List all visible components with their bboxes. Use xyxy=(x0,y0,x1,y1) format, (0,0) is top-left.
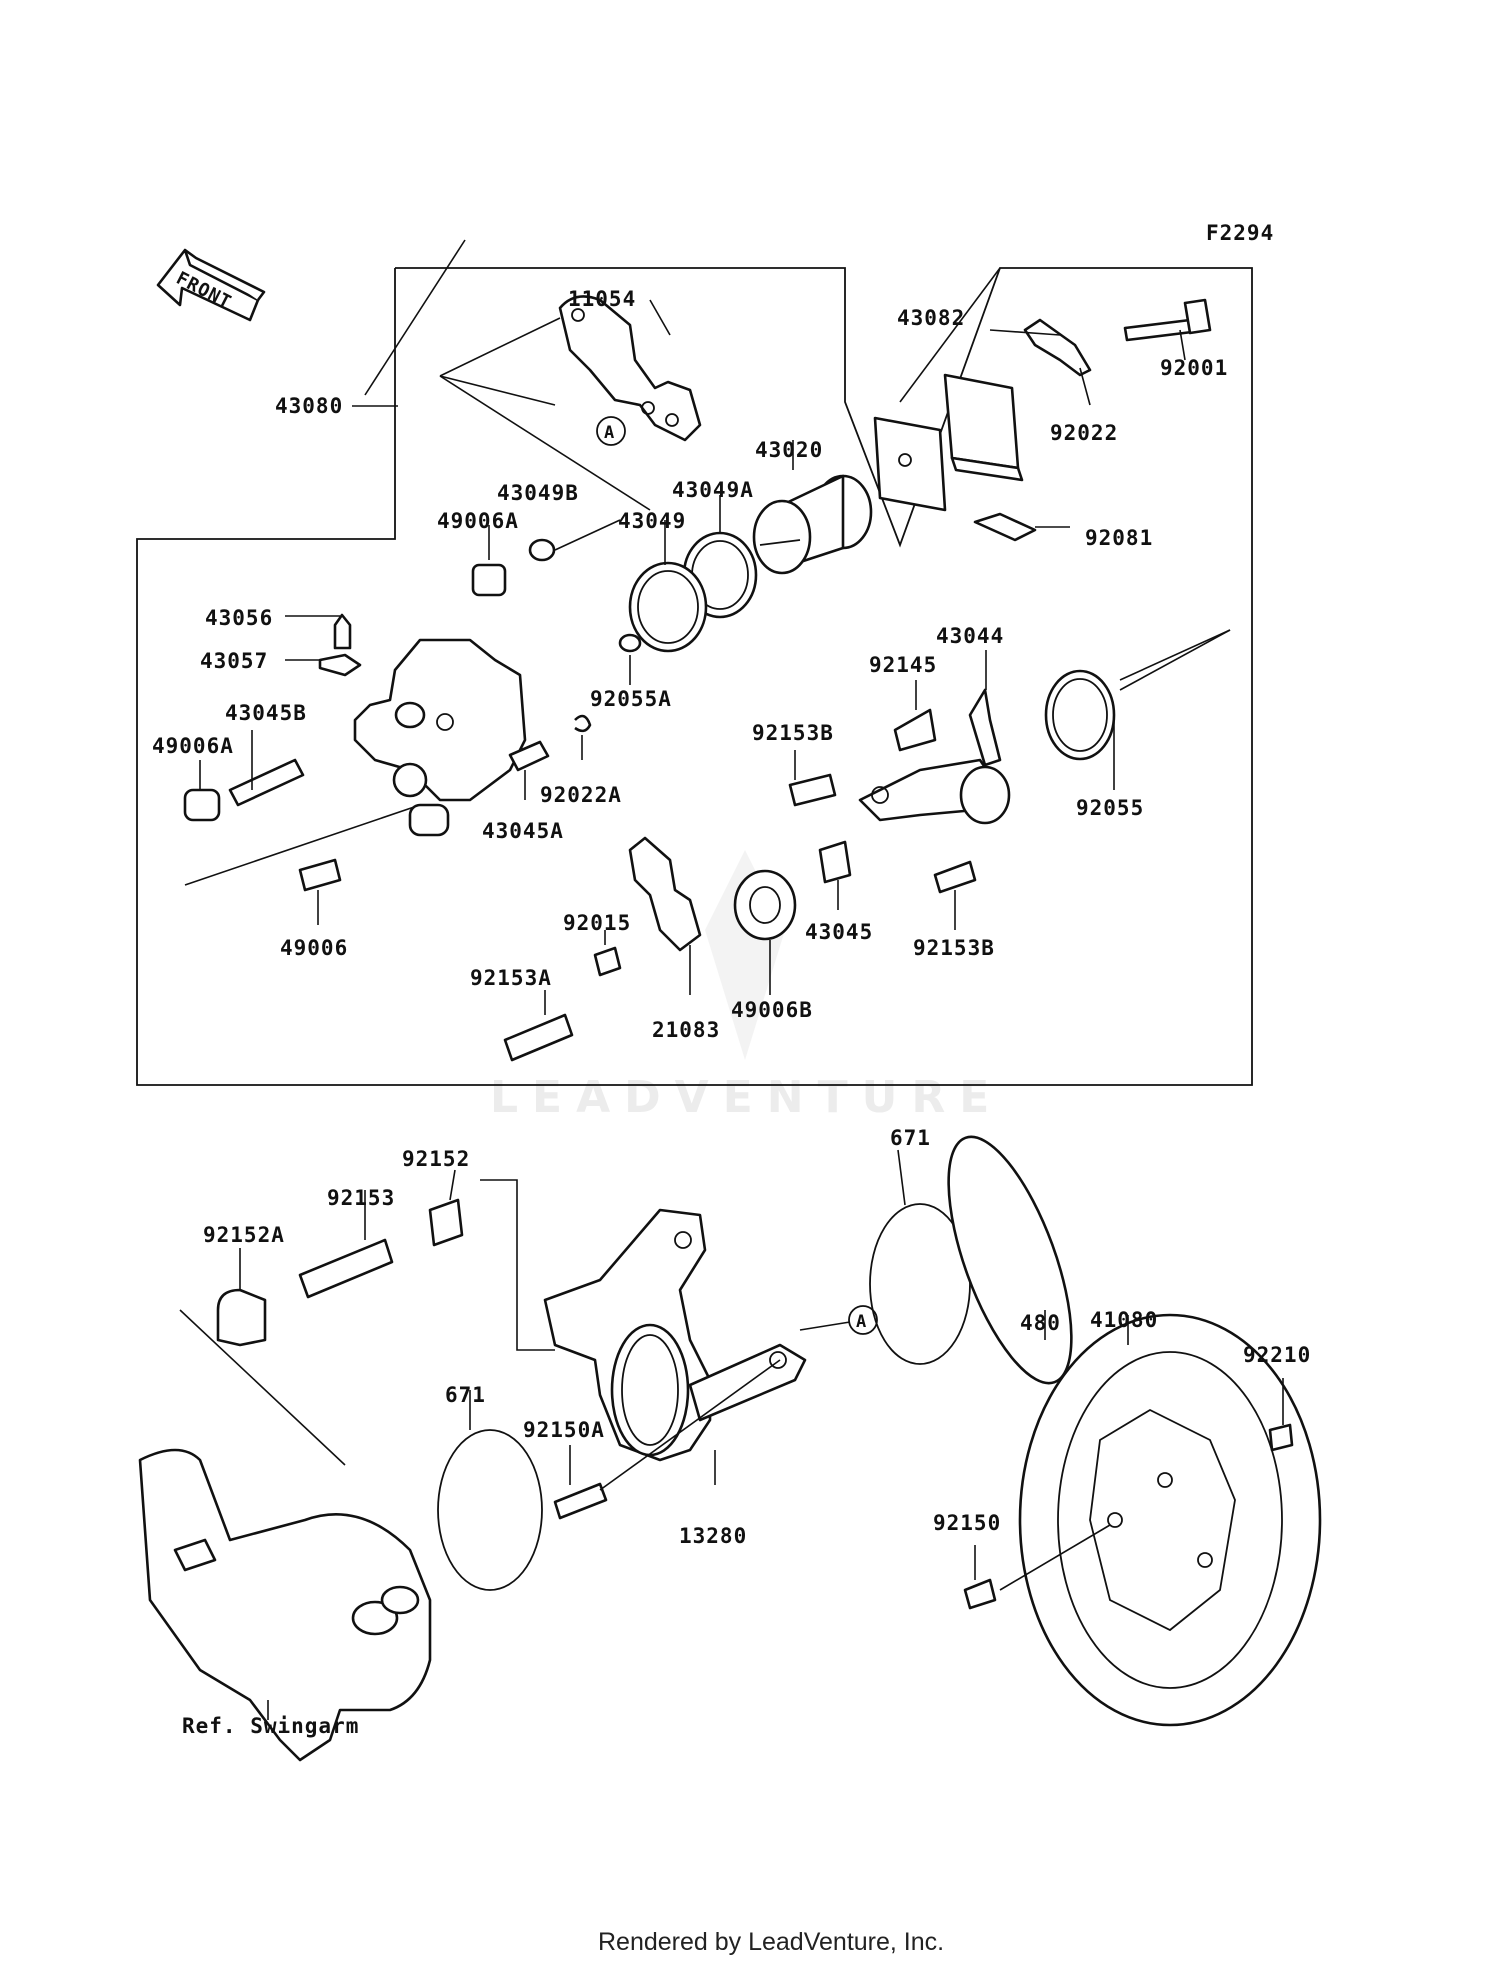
label-671-bottom: 671 xyxy=(445,1383,486,1407)
part-92153b-bolt-bottom xyxy=(933,860,977,894)
part-671-oring-bottom xyxy=(437,1429,543,1591)
part-480-guard xyxy=(947,1135,1073,1385)
label-11054: 11054 xyxy=(568,287,636,311)
label-13280: 13280 xyxy=(679,1524,747,1548)
label-43056: 43056 xyxy=(205,606,273,630)
part-43044-lever xyxy=(858,688,1011,825)
part-92145-spring xyxy=(893,708,937,752)
label-92081: 92081 xyxy=(1085,526,1153,550)
part-43056-bleeder xyxy=(333,613,352,650)
label-43080: 43080 xyxy=(275,394,343,418)
label-92153b-bottom: 92153B xyxy=(913,936,995,960)
front-direction-arrow: FRONT xyxy=(156,248,266,322)
label-92152a: 92152A xyxy=(203,1223,285,1247)
diagram-code: F2294 xyxy=(1206,221,1274,245)
label-43057: 43057 xyxy=(200,649,268,673)
callout-a-upper-letter: A xyxy=(604,423,615,443)
part-92153-bolt xyxy=(298,1238,394,1299)
part-92153b-bolt-top xyxy=(788,773,837,807)
part-49006b-boot xyxy=(733,869,797,941)
part-49006a-boot-left xyxy=(183,788,221,822)
label-92145: 92145 xyxy=(869,653,937,677)
part-43020-piston xyxy=(752,474,873,575)
callout-a-upper xyxy=(596,416,626,446)
part-92055a-oring xyxy=(618,633,642,653)
caliper-assembly-frame xyxy=(136,267,1253,1086)
label-49006a-top: 49006A xyxy=(437,509,519,533)
part-92153a-bolt xyxy=(503,1013,574,1062)
label-92055: 92055 xyxy=(1076,796,1144,820)
part-92055-oring xyxy=(1044,669,1116,761)
part-49006a-boot-top xyxy=(471,563,507,597)
part-43045a-pin xyxy=(508,740,550,772)
ref-swingarm-outline xyxy=(138,1448,432,1762)
label-43049a: 43049A xyxy=(672,478,754,502)
label-92001: 92001 xyxy=(1160,356,1228,380)
part-49006-bolt xyxy=(298,858,342,892)
part-41080-brake-disc xyxy=(1018,1313,1322,1727)
part-43082-brake-pads xyxy=(873,373,1024,512)
label-92022: 92022 xyxy=(1050,421,1118,445)
label-92153b-top: 92153B xyxy=(752,721,834,745)
part-92015-nut xyxy=(593,946,622,977)
callout-a-lower-letter: A xyxy=(856,1312,867,1332)
label-92150: 92150 xyxy=(933,1511,1001,1535)
watermark-text: LEADVENTURE xyxy=(490,1072,1003,1123)
part-43045b-pin xyxy=(228,758,305,807)
label-480: 480 xyxy=(1020,1311,1061,1335)
label-92153: 92153 xyxy=(327,1186,395,1210)
label-92153a: 92153A xyxy=(470,966,552,990)
label-43045b: 43045B xyxy=(225,701,307,725)
label-43049b: 43049B xyxy=(497,481,579,505)
part-92001-pin xyxy=(1123,298,1212,342)
part-92152-collar xyxy=(428,1198,464,1247)
part-92210-nut xyxy=(1268,1423,1294,1452)
label-49006b: 49006B xyxy=(731,998,813,1022)
label-671-top: 671 xyxy=(890,1126,931,1150)
label-43044: 43044 xyxy=(936,624,1004,648)
label-21083: 21083 xyxy=(652,1018,720,1042)
label-43082: 43082 xyxy=(897,306,965,330)
ref-swingarm-label: Ref. Swingarm xyxy=(182,1714,359,1738)
callout-a-lower xyxy=(848,1305,878,1335)
label-92015: 92015 xyxy=(563,911,631,935)
label-92210: 92210 xyxy=(1243,1343,1311,1367)
part-11054-bracket xyxy=(558,295,702,442)
part-92152a-collar xyxy=(216,1288,267,1347)
part-92150-bolt xyxy=(963,1578,997,1610)
label-43049: 43049 xyxy=(618,509,686,533)
footer-credit: Rendered by LeadVenture, Inc. xyxy=(598,1928,944,1956)
part-92081-spring xyxy=(973,512,1037,542)
part-43049b-washer xyxy=(528,538,556,562)
label-43045a: 43045A xyxy=(482,819,564,843)
caliper-body xyxy=(353,638,527,837)
label-92022a: 92022A xyxy=(540,783,622,807)
label-92152: 92152 xyxy=(402,1147,470,1171)
part-21083-plate xyxy=(628,836,702,952)
label-49006: 49006 xyxy=(280,936,348,960)
label-43020: 43020 xyxy=(755,438,823,462)
part-92022a-clip xyxy=(574,714,592,733)
part-92150a-bolt xyxy=(553,1482,608,1520)
part-43049-seal xyxy=(628,561,708,653)
label-41080: 41080 xyxy=(1090,1308,1158,1332)
part-43057-cap xyxy=(318,653,362,677)
label-92150a: 92150A xyxy=(523,1418,605,1442)
part-92022-clip xyxy=(1023,318,1092,377)
label-43045: 43045 xyxy=(805,920,873,944)
label-92055a: 92055A xyxy=(590,687,672,711)
part-43045-pin xyxy=(818,840,852,884)
label-49006a-left: 49006A xyxy=(152,734,234,758)
